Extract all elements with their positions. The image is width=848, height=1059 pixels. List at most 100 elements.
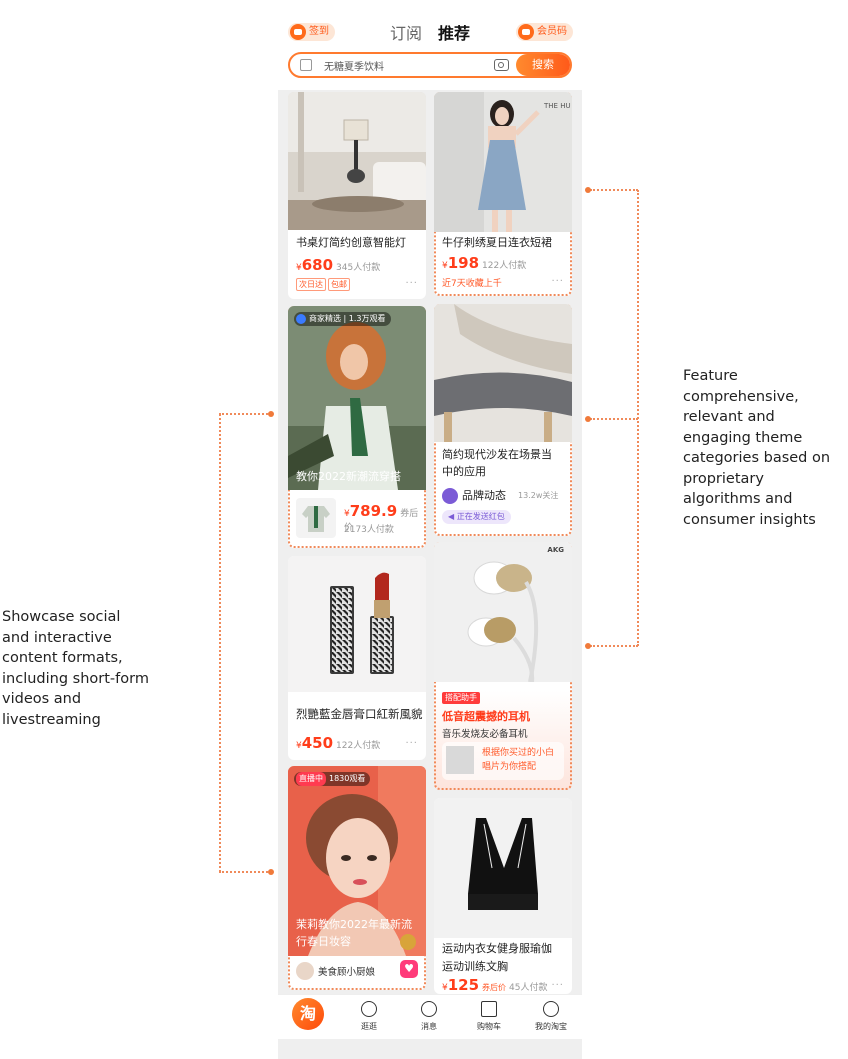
annotation-right-line: Feature — [683, 368, 738, 384]
megaphone-icon: ◀ — [448, 512, 457, 521]
fashion-price-value: 789.9 — [349, 502, 398, 520]
sports-bra-title-line1: 运动内衣女健身服瑜伽 — [442, 942, 552, 955]
sports-price-note: 券后价 — [482, 983, 507, 992]
makeup-live-image — [288, 766, 426, 956]
lamp-currency: ¥ — [296, 263, 302, 273]
fashion-video-caption: 教你2022新潮流穿搭 — [296, 470, 401, 483]
red-packet-text: 正在发送红包 — [456, 512, 505, 521]
tab-recommend[interactable]: 推荐 — [438, 24, 471, 43]
fashion-product-thumb[interactable] — [296, 498, 336, 538]
sports-price-value: 125 — [447, 976, 480, 994]
search-bar: 无糖夏季饮料 搜索 — [288, 52, 572, 78]
right-connector-top — [590, 189, 638, 191]
fashion-video-image — [288, 306, 426, 490]
home-taobao-button[interactable]: 淘 — [292, 998, 324, 1030]
match-recommendation[interactable]: 根据你买过的小白 唱片为你搭配 — [442, 742, 564, 780]
earphone-title: 低音超震撼的耳机 — [442, 710, 530, 723]
annotation-right-line: categories based on — [683, 450, 831, 466]
bottom-nav: 淘 逛逛 消息 购物车 我的淘宝 — [278, 994, 582, 1039]
lipstick-sold: 122人付款 — [336, 741, 381, 751]
annotation-left-line: and interactive — [2, 629, 112, 646]
shirt-thumbnail-icon — [302, 506, 330, 532]
annotation-left: Showcase social and interactive content … — [2, 607, 149, 730]
nav-item-cart[interactable]: 购物车 — [464, 999, 514, 1032]
nav-label-my-taobao: 我的淘宝 — [535, 1022, 567, 1031]
fashion-sold: 2173人付款 — [344, 525, 394, 535]
fashion-currency: ¥ — [344, 509, 350, 519]
brand-name[interactable]: 品牌动态 — [462, 489, 506, 502]
match-assistant-tag: 搭配助手 — [442, 692, 480, 704]
checkin-button[interactable]: 签到 — [288, 23, 335, 41]
lamp-tag-next-day: 次日达 — [296, 278, 326, 291]
sofa-title-line1: 简约现代沙发在场景当 — [442, 448, 552, 461]
walk-icon — [361, 1001, 377, 1017]
match-text-line1: 根据你买过的小白 — [482, 748, 555, 758]
right-connector-middle — [590, 418, 638, 420]
sports-sold: 45人付款 — [509, 983, 548, 993]
fashion-price-note: 券后价 — [344, 509, 419, 533]
lamp-tag-free-shipping: 包邮 — [328, 278, 350, 291]
left-connector-vertical — [219, 414, 221, 872]
record-thumbnail — [446, 746, 474, 774]
nav-item-guangguang[interactable]: 逛逛 — [344, 999, 394, 1032]
sports-bra-title: 运动内衣女健身服瑜伽 运动训练文胸 — [442, 940, 552, 976]
nav-item-messages[interactable]: 消息 — [404, 999, 454, 1032]
sports-more-icon[interactable]: ··· — [551, 980, 564, 991]
host-avatar[interactable] — [296, 962, 314, 980]
phone-screen: 签到 订阅 推荐 会员码 无糖夏季饮料 搜索 书桌灯简约创意智能灯 — [278, 0, 582, 1059]
camera-icon[interactable] — [494, 59, 509, 71]
scan-icon[interactable] — [300, 59, 312, 71]
annotation-left-line: including short-form — [2, 670, 149, 687]
live-caption-line1: 茉莉教你2022年最新流 — [296, 918, 412, 931]
annotation-left-line: Showcase social — [2, 609, 121, 625]
dress-image — [434, 92, 572, 232]
host-name[interactable]: 美食顾小厨娘 — [318, 967, 376, 978]
play-icon — [296, 314, 306, 324]
member-code-button[interactable]: 会员码 — [516, 23, 573, 41]
search-input[interactable]: 无糖夏季饮料 — [324, 62, 384, 73]
nav-label-cart: 购物车 — [477, 1022, 501, 1031]
left-connector-dot — [268, 869, 274, 875]
annotation-right-line: comprehensive, — [683, 388, 799, 405]
brand-logo-icon[interactable] — [442, 488, 458, 504]
live-card-makeup[interactable]: 直播中 1830观看 茉莉教你2022年最新流 行春日妆容 美食顾小厨娘 ♥ — [288, 766, 426, 990]
nav-label-messages: 消息 — [421, 1022, 437, 1031]
annotation-right-line: engaging theme — [683, 429, 803, 446]
annotation-right-line: proprietary — [683, 470, 764, 487]
right-connector-dot — [585, 187, 591, 193]
sports-currency: ¥ — [442, 983, 448, 993]
akg-brand-mark: AKG — [547, 546, 564, 554]
live-caption: 茉莉教你2022年最新流 行春日妆容 — [296, 916, 412, 950]
heart-icon[interactable]: ♥ — [400, 960, 418, 978]
brand-card-sofa[interactable]: 简约现代沙发在场景当 中的应用 品牌动态 13.2w关注 ◀ 正在发送红包 — [434, 304, 572, 536]
dress-more-icon[interactable]: ··· — [551, 276, 564, 287]
lipstick-title: 烈艷藍金唇膏口紅新風貌 — [296, 707, 423, 721]
lipstick-image — [288, 556, 426, 692]
dress-note: 近7天收藏上千 — [442, 279, 502, 289]
annotation-right-line: algorithms and — [683, 491, 793, 507]
red-packet-badge[interactable]: ◀ 正在发送红包 — [442, 510, 511, 524]
tab-subscribe[interactable]: 订阅 — [390, 24, 423, 43]
dress-sold: 122人付款 — [482, 261, 527, 271]
annotation-left-line: livestreaming — [2, 711, 101, 728]
sofa-title-line2: 中的应用 — [442, 465, 486, 478]
match-card-earphone[interactable]: AKG 搭配助手 低音超震撼的耳机 音乐发烧友必备耳机 根据你买过的小白 唱片为… — [434, 542, 572, 790]
annotation-right: Feature comprehensive, relevant and enga… — [683, 366, 830, 530]
lamp-more-icon[interactable]: ··· — [405, 278, 418, 289]
live-viewers: 1830观看 — [329, 774, 366, 783]
nav-item-my-taobao[interactable]: 我的淘宝 — [526, 999, 576, 1032]
nav-label-guangguang: 逛逛 — [361, 1022, 377, 1031]
lipstick-price-value: 450 — [301, 734, 334, 752]
right-connector-bottom — [590, 645, 638, 647]
lipstick-more-icon[interactable]: ··· — [405, 738, 418, 749]
search-button[interactable]: 搜索 — [516, 54, 570, 76]
